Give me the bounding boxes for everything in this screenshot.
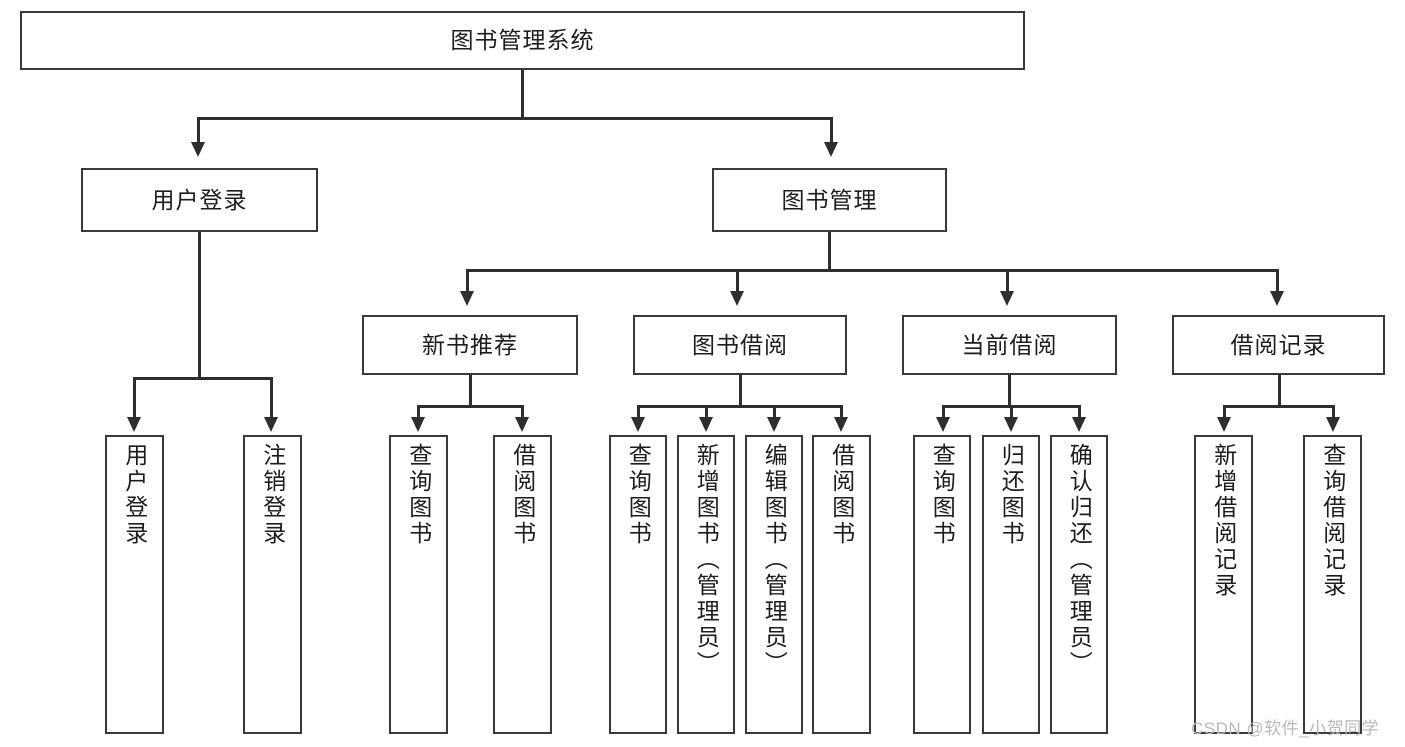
arrowhead-new-book-leaf-1 [411, 417, 425, 432]
leaf-current-borrow-return[interactable]: 归还图书 [982, 435, 1040, 734]
csdn-watermark: CSDN @软件_小贺同学 [1191, 719, 1380, 738]
node-label: 图书借阅 [692, 331, 788, 358]
node-book-management[interactable]: 图书管理 [712, 168, 947, 232]
arrowhead-current-borrow-leaf-1 [936, 417, 950, 432]
connector-drop-new-book-leaf-1 [417, 405, 420, 419]
node-label: 查询图书 [929, 443, 956, 547]
node-label: 查询图书 [405, 443, 432, 547]
connector-user-login-stem [198, 232, 201, 379]
connector-drop-book-manage [830, 117, 833, 145]
leaf-user-login-login[interactable]: 用户登录 [105, 435, 164, 734]
connector-drop-borrow-record [1276, 269, 1279, 293]
connector-drop-new-book-leaf-2 [521, 405, 524, 419]
leaf-borrow-record-add[interactable]: 新增借阅记录 [1194, 435, 1253, 734]
connector-borrow-record-bus [1223, 405, 1333, 408]
node-label: 新增借阅记录 [1210, 443, 1237, 599]
connector-level2-bus [197, 117, 832, 120]
connector-drop-current-borrow-leaf-1 [942, 405, 945, 419]
connector-drop-user-login-leaf-2 [270, 377, 273, 419]
connector-user-login-bus [133, 377, 270, 380]
arrowhead-new-book [460, 291, 474, 306]
node-label: 新书推荐 [422, 331, 518, 358]
connector-drop-current-borrow-leaf-2 [1010, 405, 1013, 419]
connector-drop-book-borrow-leaf-3 [773, 405, 776, 419]
connector-level3-bus [466, 269, 1278, 272]
leaf-borrow-record-query[interactable]: 查询借阅记录 [1303, 435, 1362, 734]
arrowhead-user-login [191, 142, 205, 157]
node-new-book-recommend[interactable]: 新书推荐 [362, 315, 578, 375]
connector-book-manage-stem [828, 232, 831, 271]
connector-drop-borrow-record-leaf-1 [1223, 405, 1226, 419]
node-label: 图书管理系统 [450, 27, 595, 53]
node-label: 当前借阅 [961, 331, 1058, 358]
node-label: 编辑图书（管理员） [761, 443, 788, 677]
leaf-new-book-query[interactable]: 查询图书 [389, 435, 448, 734]
leaf-book-borrow-add[interactable]: 新增图书（管理员） [677, 435, 735, 734]
node-label: 查询借阅记录 [1319, 443, 1346, 599]
arrowhead-current-borrow-leaf-2 [1004, 417, 1018, 432]
leaf-current-borrow-query[interactable]: 查询图书 [913, 435, 971, 734]
leaf-new-book-borrow[interactable]: 借阅图书 [493, 435, 552, 734]
node-label: 用户登录 [121, 443, 148, 547]
connector-drop-borrow-record-leaf-2 [1332, 405, 1335, 419]
connector-new-book-stem [469, 375, 472, 407]
connector-drop-book-borrow [736, 269, 739, 293]
arrowhead-borrow-record-leaf-2 [1326, 417, 1340, 432]
arrowhead-book-borrow [730, 291, 744, 306]
connector-drop-user-login-leaf-1 [133, 377, 136, 419]
arrowhead-book-borrow-leaf-2 [699, 417, 713, 432]
connector-current-borrow-stem [1008, 375, 1011, 407]
node-label: 借阅记录 [1230, 331, 1327, 358]
connector-drop-book-borrow-leaf-2 [705, 405, 708, 419]
arrowhead-book-borrow-leaf-4 [834, 417, 848, 432]
node-label: 新增图书（管理员） [693, 443, 720, 677]
leaf-current-borrow-confirm-return[interactable]: 确认归还（管理员） [1050, 435, 1108, 734]
connector-borrow-record-stem [1278, 375, 1281, 407]
node-label: 借阅图书 [509, 443, 536, 547]
arrowhead-user-login-leaf-2 [264, 417, 278, 432]
node-current-borrow[interactable]: 当前借阅 [902, 315, 1117, 375]
node-label: 用户登录 [151, 186, 248, 213]
leaf-book-borrow-borrow[interactable]: 借阅图书 [812, 435, 871, 734]
connector-drop-current-borrow-leaf-3 [1078, 405, 1081, 419]
leaf-user-login-logout[interactable]: 注销登录 [243, 435, 302, 734]
connector-drop-book-borrow-leaf-4 [840, 405, 843, 419]
arrowhead-book-borrow-leaf-3 [767, 417, 781, 432]
node-user-login[interactable]: 用户登录 [81, 168, 318, 232]
node-borrow-record[interactable]: 借阅记录 [1172, 315, 1385, 375]
arrowhead-current-borrow [1000, 291, 1014, 306]
node-label: 借阅图书 [828, 443, 855, 547]
arrowhead-book-borrow-leaf-1 [631, 417, 645, 432]
arrowhead-new-book-leaf-2 [515, 417, 529, 432]
connector-root-stem [521, 70, 524, 118]
node-book-borrow[interactable]: 图书借阅 [633, 315, 847, 375]
node-root-system[interactable]: 图书管理系统 [20, 11, 1025, 70]
arrowhead-borrow-record-leaf-1 [1217, 417, 1231, 432]
connector-drop-new-book [466, 269, 469, 293]
connector-drop-user-login [197, 117, 200, 145]
node-label: 查询图书 [625, 443, 652, 547]
connector-drop-book-borrow-leaf-1 [637, 405, 640, 419]
node-label: 确认归还（管理员） [1066, 443, 1093, 677]
connector-new-book-bus [417, 405, 522, 408]
arrowhead-borrow-record [1270, 291, 1284, 306]
leaf-book-borrow-edit[interactable]: 编辑图书（管理员） [745, 435, 803, 734]
connector-book-borrow-bus [637, 405, 842, 408]
arrowhead-book-manage [824, 142, 838, 157]
arrowhead-user-login-leaf-1 [127, 417, 141, 432]
arrowhead-current-borrow-leaf-3 [1072, 417, 1086, 432]
leaf-book-borrow-query[interactable]: 查询图书 [609, 435, 667, 734]
node-label: 归还图书 [998, 443, 1025, 547]
node-label: 图书管理 [781, 186, 878, 213]
connector-book-borrow-stem [739, 375, 742, 407]
connector-drop-current-borrow [1006, 269, 1009, 293]
node-label: 注销登录 [259, 443, 286, 547]
